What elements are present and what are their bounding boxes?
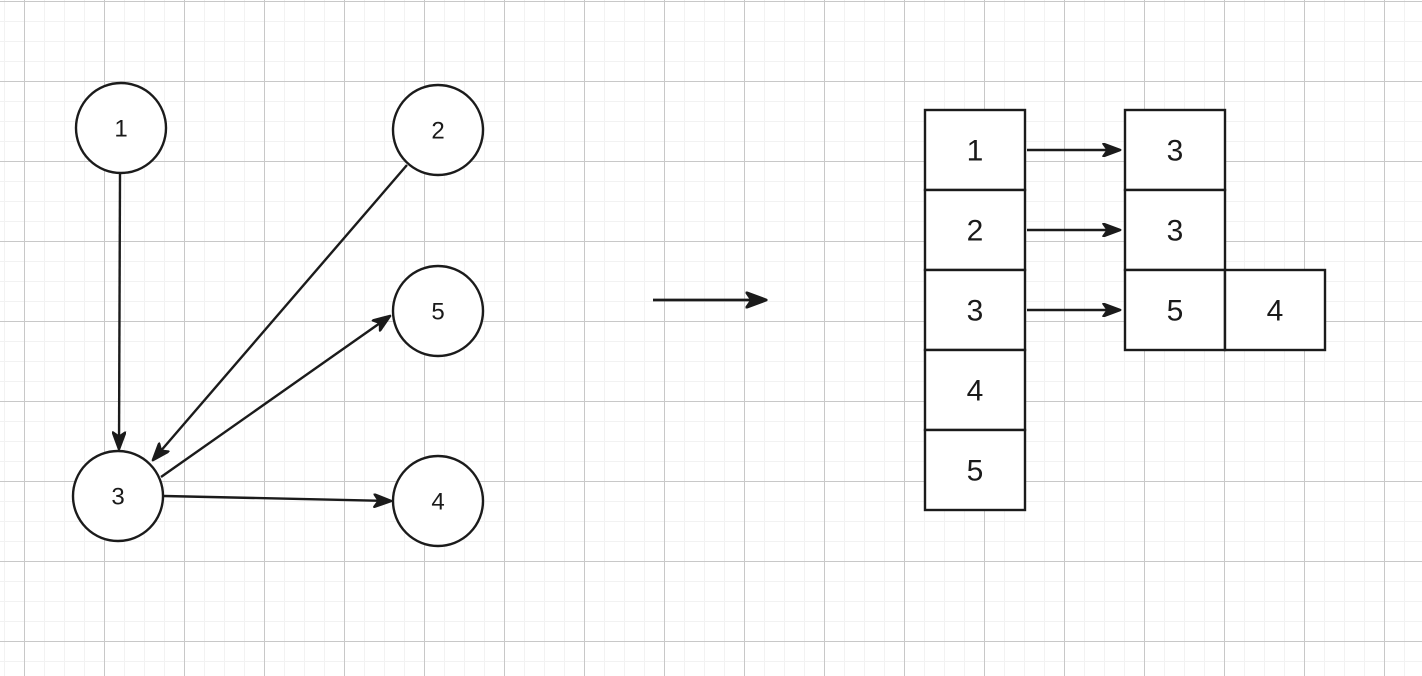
list-3-item-1-box [1123, 268, 1227, 352]
node-1-label: 1 [114, 115, 127, 142]
graph-node-3: 3 [71, 449, 165, 543]
list-1-item-label: 3 [1167, 135, 1184, 168]
graph-node-2: 2 [391, 83, 485, 177]
node-5-label: 5 [431, 298, 444, 325]
graph-edge-2-to-3 [153, 164, 408, 460]
array-cell-1-label: 1 [967, 135, 984, 168]
vertex-array: 1 2 3 4 5 [923, 108, 1027, 512]
node-5-circle [391, 264, 485, 358]
list-2-item-box [1123, 188, 1227, 272]
list-2-item-label: 3 [1167, 215, 1184, 248]
node-1-circle [74, 81, 168, 175]
array-cell-2-label: 2 [967, 215, 984, 248]
node-4-circle [391, 454, 485, 548]
list-3-item-2-label: 4 [1267, 295, 1284, 328]
graph-node-4: 4 [391, 454, 485, 548]
array-cell-5-label: 5 [967, 455, 984, 488]
graph-edge-3-to-5 [160, 316, 390, 478]
array-cell-4 [923, 348, 1027, 432]
array-cell-3-label: 3 [967, 295, 984, 328]
node-2-circle [391, 83, 485, 177]
list-3-item-2-box [1223, 268, 1327, 352]
graph-edge-1-to-3 [119, 173, 120, 449]
graph-edge-3-to-4 [163, 496, 391, 501]
list-nodes: 3 3 5 4 [1123, 108, 1327, 352]
adjacency-list-section: 1 2 3 4 5 3 3 5 4 [923, 108, 1327, 512]
graph-section: 1 2 5 3 4 [71, 81, 485, 548]
node-4-label: 4 [431, 488, 444, 515]
graph-node-5: 5 [391, 264, 485, 358]
node-2-label: 2 [431, 117, 444, 144]
array-cell-5 [923, 428, 1027, 512]
graph-node-1: 1 [74, 81, 168, 175]
array-cell-4-label: 4 [967, 375, 984, 408]
node-3-circle [71, 449, 165, 543]
list-3-item-1-label: 5 [1167, 295, 1184, 328]
node-3-label: 3 [111, 483, 124, 510]
